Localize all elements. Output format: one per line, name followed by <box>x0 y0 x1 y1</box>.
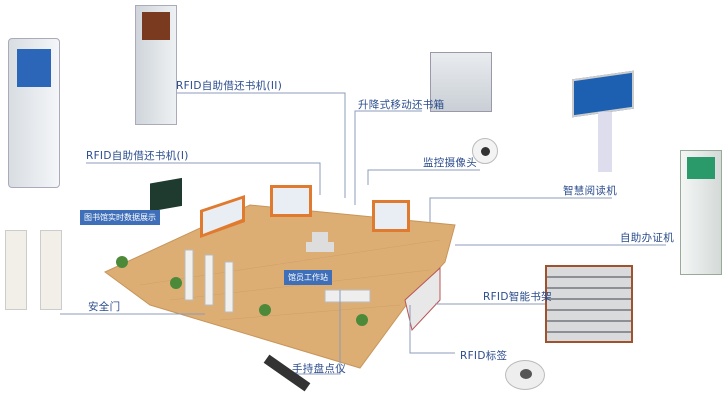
return-box-image <box>430 52 492 112</box>
rfid-tag-image <box>505 360 545 390</box>
label-kiosk-1: RFID自助借还书机(I) <box>86 150 189 162</box>
label-data-display: 图书馆实时数据展示 <box>80 210 160 225</box>
label-handheld: 手持盘点仪 <box>292 363 346 375</box>
gate-pair-image <box>5 230 27 310</box>
label-security-gate: 安全门 <box>88 301 121 313</box>
reader-stand <box>598 112 612 172</box>
kiosk-2-image <box>135 5 177 125</box>
smart-shelf-image <box>545 265 633 343</box>
floor-security-gate <box>204 254 214 306</box>
kiosk-1-image <box>8 38 60 188</box>
data-display-screen <box>150 177 182 212</box>
camera-image <box>472 138 498 164</box>
label-rfid-tag: RFID标签 <box>460 350 508 362</box>
floor-security-gate <box>224 261 234 313</box>
gate-pair-image <box>40 230 62 310</box>
floor-security-gate <box>184 249 194 301</box>
label-workstation: 馆员工作站 <box>284 270 332 285</box>
label-kiosk-2: RFID自助借还书机(II) <box>176 80 283 92</box>
label-smart-shelf: RFID智能书架 <box>483 291 552 303</box>
label-return-box: 升降式移动还书箱 <box>358 99 445 111</box>
label-camera: 监控摄像头 <box>423 157 477 169</box>
card-machine-image <box>680 150 722 275</box>
workstation-desk <box>324 289 371 303</box>
label-reader: 智慧阅读机 <box>563 185 617 197</box>
label-card-machine: 自助办证机 <box>620 232 674 244</box>
